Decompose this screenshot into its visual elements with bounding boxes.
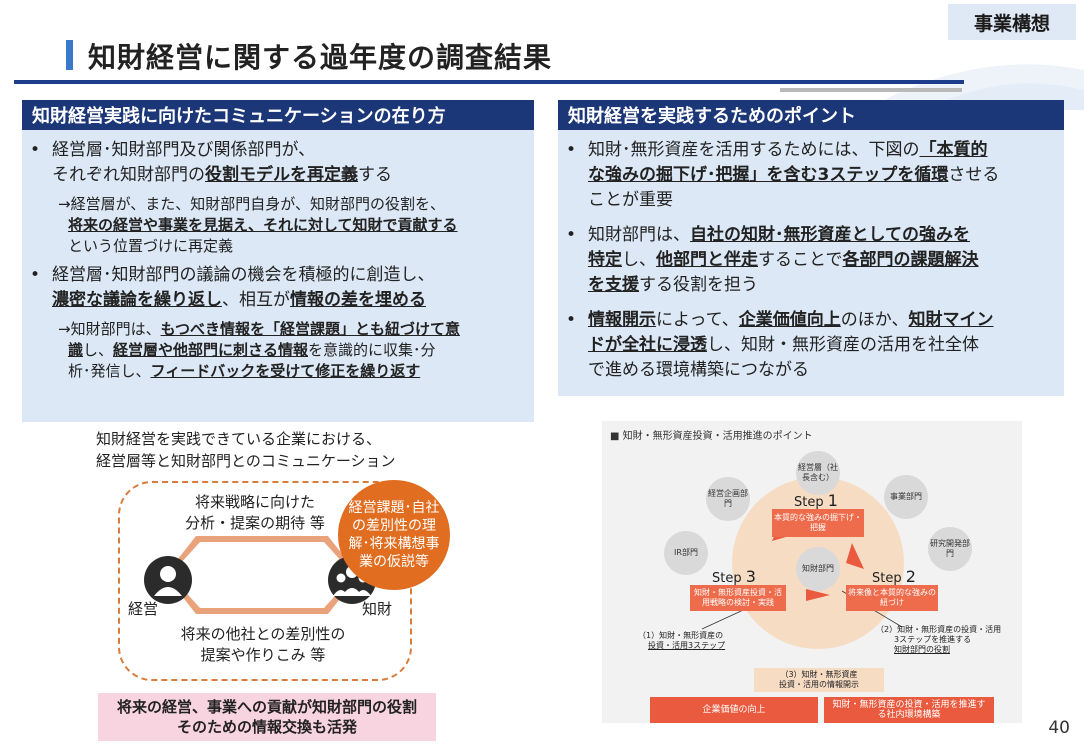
left-sub-1: →経営層が、また、知財部門自身が、知財部門の役割を、 将来の経営や事業を見据え、… [58, 195, 458, 255]
step3-box: 知財・無形資産投資・活用戦略の検討・実践 [690, 585, 786, 611]
figure-box-left: 企業価値の向上 [650, 697, 818, 723]
node-rd: 研究開発部門 [928, 527, 972, 571]
step1-box: 本質的な強みの掘下げ・把握 [772, 509, 864, 537]
comm-caption: 知財経営を実践できている企業における、 経営層等と知財部門とのコミュニケーション [96, 430, 396, 470]
left-panel-heading: 知財経営実践に向けたコミュニケーションの在り方 [22, 100, 534, 130]
right-bullet-1: • 知財･無形資産を活用するためには、下図の「本質的 な強みの掘下げ･把握」を含… [566, 140, 1000, 210]
corner-tag: 事業構想 [948, 4, 1076, 40]
left-sub-2: →知財部門は、もつべき情報を「経営課題」とも紐づけて意 識し、経営層や他部門に刺… [58, 320, 460, 380]
right-panel-heading: 知財経営を実践するためのポイント [558, 100, 1064, 130]
node-ir: IR部門 [664, 531, 708, 575]
step2-label: Step 2 [872, 567, 916, 586]
step3-label: Step 3 [712, 567, 756, 586]
step2-box: 将来像と本質的な強みの紐づけ [846, 585, 938, 611]
figure-title: ■ 知財・無形資産投資・活用推進のポイント [610, 431, 813, 442]
figure-box-right: 知財・無形資産の投資・活用を推進する社内環境構築 [824, 697, 994, 723]
management-label: 経営 [128, 600, 159, 618]
title-rule [14, 80, 964, 84]
left-b1-line1: 経営層･知財部門及び関係部門が、 [52, 140, 316, 160]
ip-promotion-figure: ■ 知財・無形資産投資・活用推進のポイント 経営層（社長含む） 経営企画部門 事… [602, 421, 1022, 723]
step1-label: Step 1 [794, 491, 838, 510]
right-bullet-3: • 情報開示によって、企業価値向上のほか、知財マイン ドが全社に浸透し、知財・無… [566, 310, 994, 380]
page-number: 40 [1048, 718, 1070, 738]
left-b1-line2: それぞれ知財部門の役割モデルを再定義する [52, 165, 392, 185]
right-panel-body: • 知財･無形資産を活用するためには、下図の「本質的 な強みの掘下げ･把握」を含… [558, 130, 1064, 396]
figure-note-3: （3）知財・無形資産 投資・活用の情報開示 [754, 668, 884, 692]
figure-note-2: （2）知財・無形資産の投資・活用 3ステップを推進する 知財部門の役割 [876, 625, 1002, 654]
ip-label: 知財 [362, 600, 393, 618]
right-bullet-2: • 知財部門は、自社の知財･無形資産としての強みを 特定し、他部門と伴走すること… [566, 225, 979, 295]
comm-bubble: 経営課題･自社の差別性の理解･将来構想事業の仮説等 [338, 480, 450, 590]
node-ip: 知財部門 [796, 547, 840, 591]
left-panel-body: • 経営層･知財部門及び関係部門が、 それぞれ知財部門の役割モデルを再定義する … [22, 130, 534, 422]
page-title: 知財経営に関する過年度の調査結果 [88, 41, 553, 74]
comm-top-text: 将来戦略に向けた 分析・提案の期待 等 [185, 493, 325, 532]
node-top: 経営層（社長含む） [796, 451, 840, 495]
comm-banner: 将来の経営、事業への貢献が知財部門の役割 そのための情報交換も活発 [98, 693, 436, 741]
left-bullet-1: • 経営層･知財部門及び関係部門が、 それぞれ知財部門の役割モデルを再定義する [30, 138, 526, 188]
management-person-icon [144, 556, 192, 604]
comm-bottom-text: 将来の他社との差別性の 提案や作りこみ 等 [180, 625, 346, 664]
node-business: 事業部門 [884, 475, 928, 519]
left-bullet-2: • 経営層･知財部門の議論の機会を積極的に創造し、 濃密な議論を繰り返し、相互が… [30, 265, 435, 310]
node-plan: 経営企画部門 [706, 477, 750, 521]
title-rule-sub [780, 88, 962, 92]
figure-note-1: （1）知財・無形資産の 投資・活用3ステップ [638, 631, 726, 650]
title-accent-bar [66, 40, 73, 70]
